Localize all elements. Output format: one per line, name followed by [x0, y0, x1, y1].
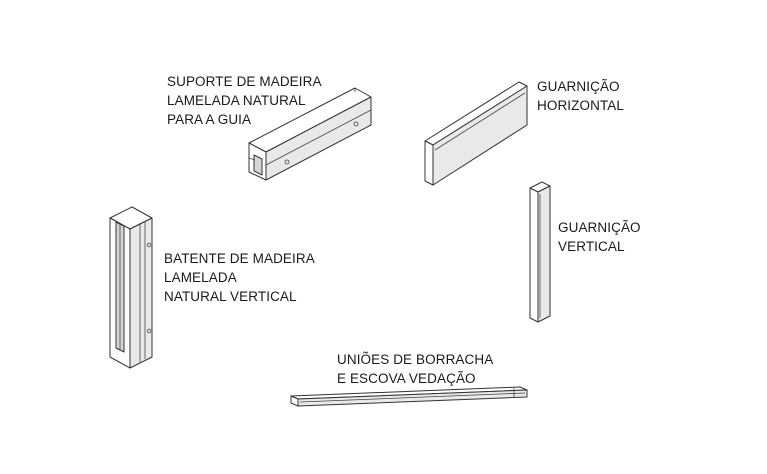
guarnicao-horizontal-drawing	[424, 81, 528, 186]
label-unioes-line-2: E ESCOVA VEDAÇÃO	[337, 371, 476, 386]
label-suporte-line-3: PARA A GUIA	[167, 112, 252, 127]
label-suporte-line-1: SUPORTE DE MADEIRA	[167, 74, 322, 89]
label-unioes: UNIÕES DE BORRACHA E ESCOVA VEDAÇÃO	[337, 350, 493, 388]
label-guarnicao-horizontal: GUARNIÇÃO HORIZONTAL	[537, 77, 624, 115]
label-batente: BATENTE DE MADEIRA LAMELADA NATURAL VERT…	[164, 249, 315, 306]
label-guarnicao-horizontal-line-1: GUARNIÇÃO	[537, 79, 620, 94]
label-batente-line-3: NATURAL VERTICAL	[164, 289, 297, 304]
label-guarnicao-horizontal-line-2: HORIZONTAL	[537, 98, 625, 113]
label-suporte-line-2: LAMELADA NATURAL	[167, 93, 306, 108]
label-guarnicao-vertical: GUARNIÇÃO VERTICAL	[558, 218, 641, 256]
label-guarnicao-vertical-line-1: GUARNIÇÃO	[558, 220, 641, 235]
unioes-strip-drawing	[290, 386, 528, 407]
guarnicao-vertical-drawing	[529, 181, 551, 323]
label-batente-line-2: LAMELADA	[164, 270, 237, 285]
label-suporte: SUPORTE DE MADEIRA LAMELADA NATURAL PARA…	[167, 72, 322, 129]
label-guarnicao-vertical-line-2: VERTICAL	[558, 239, 625, 254]
suporte-beam-drawing	[248, 87, 372, 181]
label-unioes-line-1: UNIÕES DE BORRACHA	[337, 352, 494, 367]
batente-jamb-drawing	[109, 206, 153, 369]
label-batente-line-1: BATENTE DE MADEIRA	[164, 251, 315, 266]
